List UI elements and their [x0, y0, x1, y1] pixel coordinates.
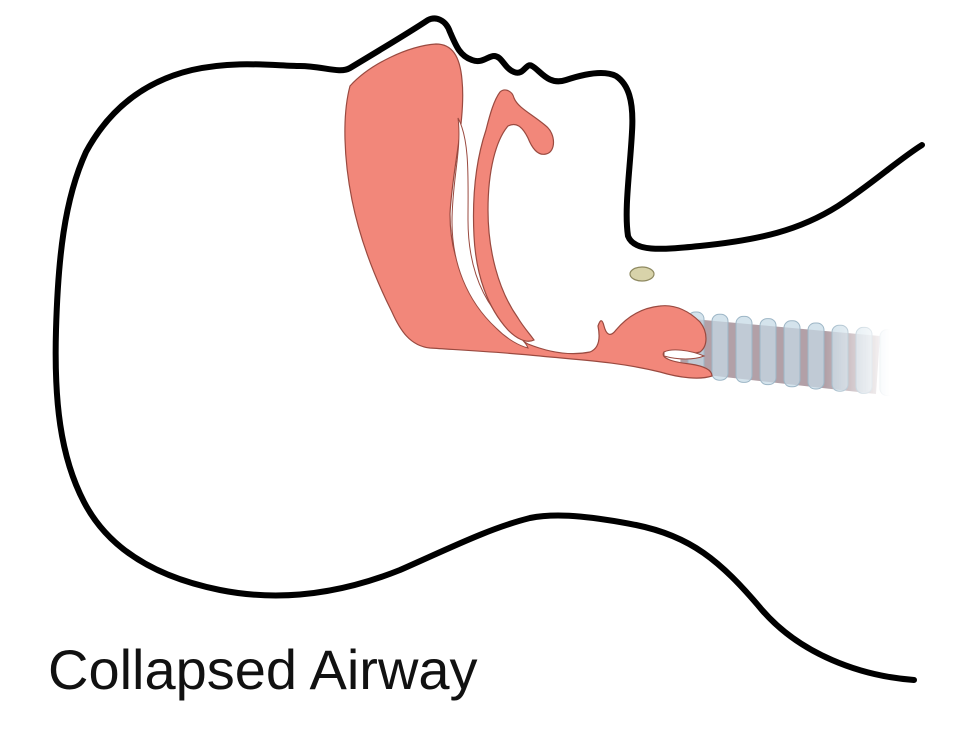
trachea-ring: [879, 329, 897, 397]
tongue-shape: [344, 43, 713, 379]
trachea-ring: [831, 324, 849, 392]
trachea-ring: [735, 315, 753, 383]
soft-palate-shape: [472, 89, 555, 342]
head-outline: [52, 15, 925, 683]
trachea-ring: [783, 320, 801, 388]
caption-label: Collapsed Airway: [48, 638, 478, 701]
collapsed-airway-gap: [451, 117, 529, 349]
hyoid-bone: [629, 266, 655, 282]
trachea-ring: [807, 322, 825, 390]
larynx-shape: [663, 349, 706, 360]
trachea-ring: [759, 318, 777, 386]
trachea-tube: [680, 311, 897, 397]
trachea-ring: [711, 313, 729, 381]
trachea-ring: [855, 326, 873, 394]
